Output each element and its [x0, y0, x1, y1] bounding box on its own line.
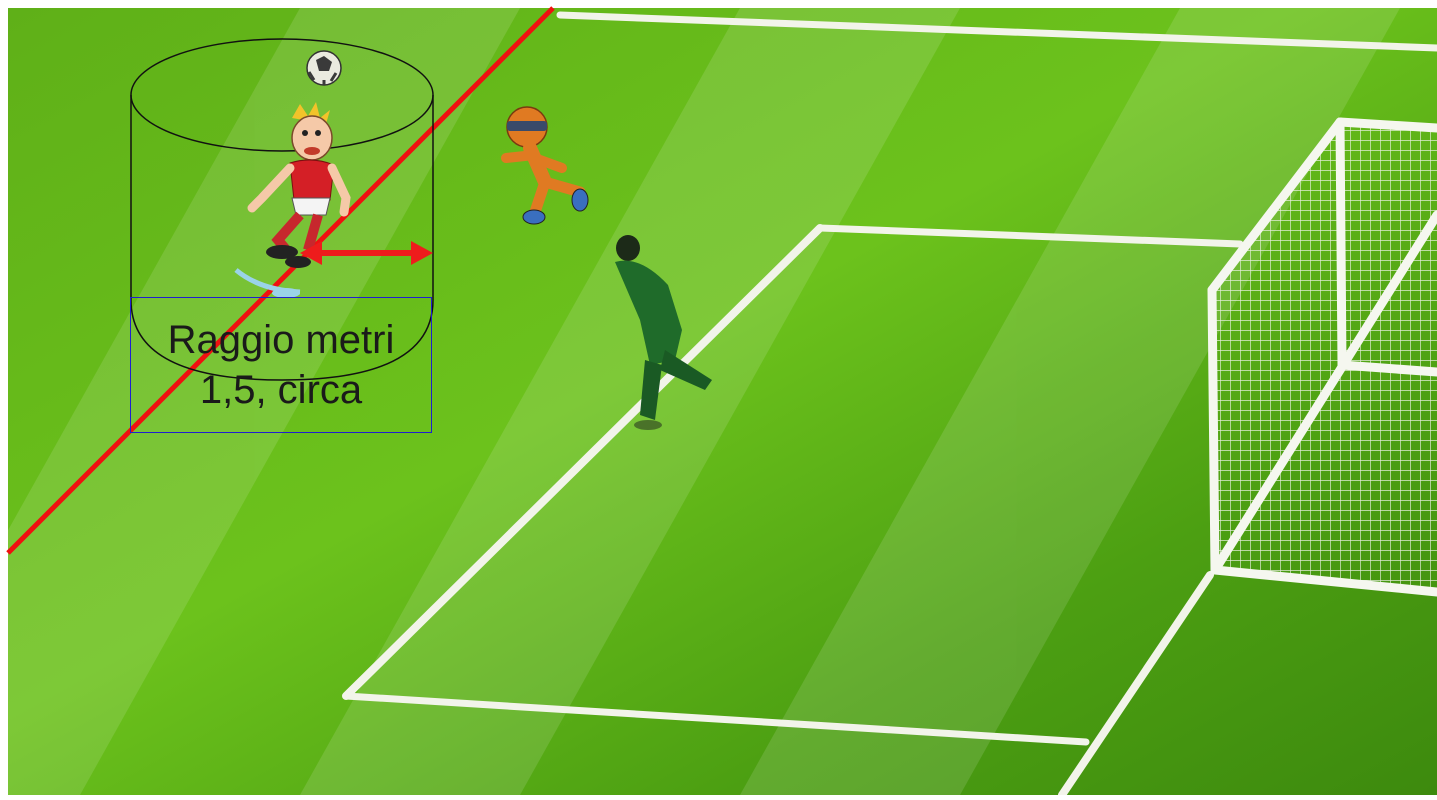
- radius-label-line2: 1,5, circa: [200, 365, 362, 415]
- radius-label-box: Raggio metri 1,5, circa: [130, 297, 432, 433]
- football-icon: [307, 51, 341, 85]
- radius-label-line1: Raggio metri: [168, 315, 395, 365]
